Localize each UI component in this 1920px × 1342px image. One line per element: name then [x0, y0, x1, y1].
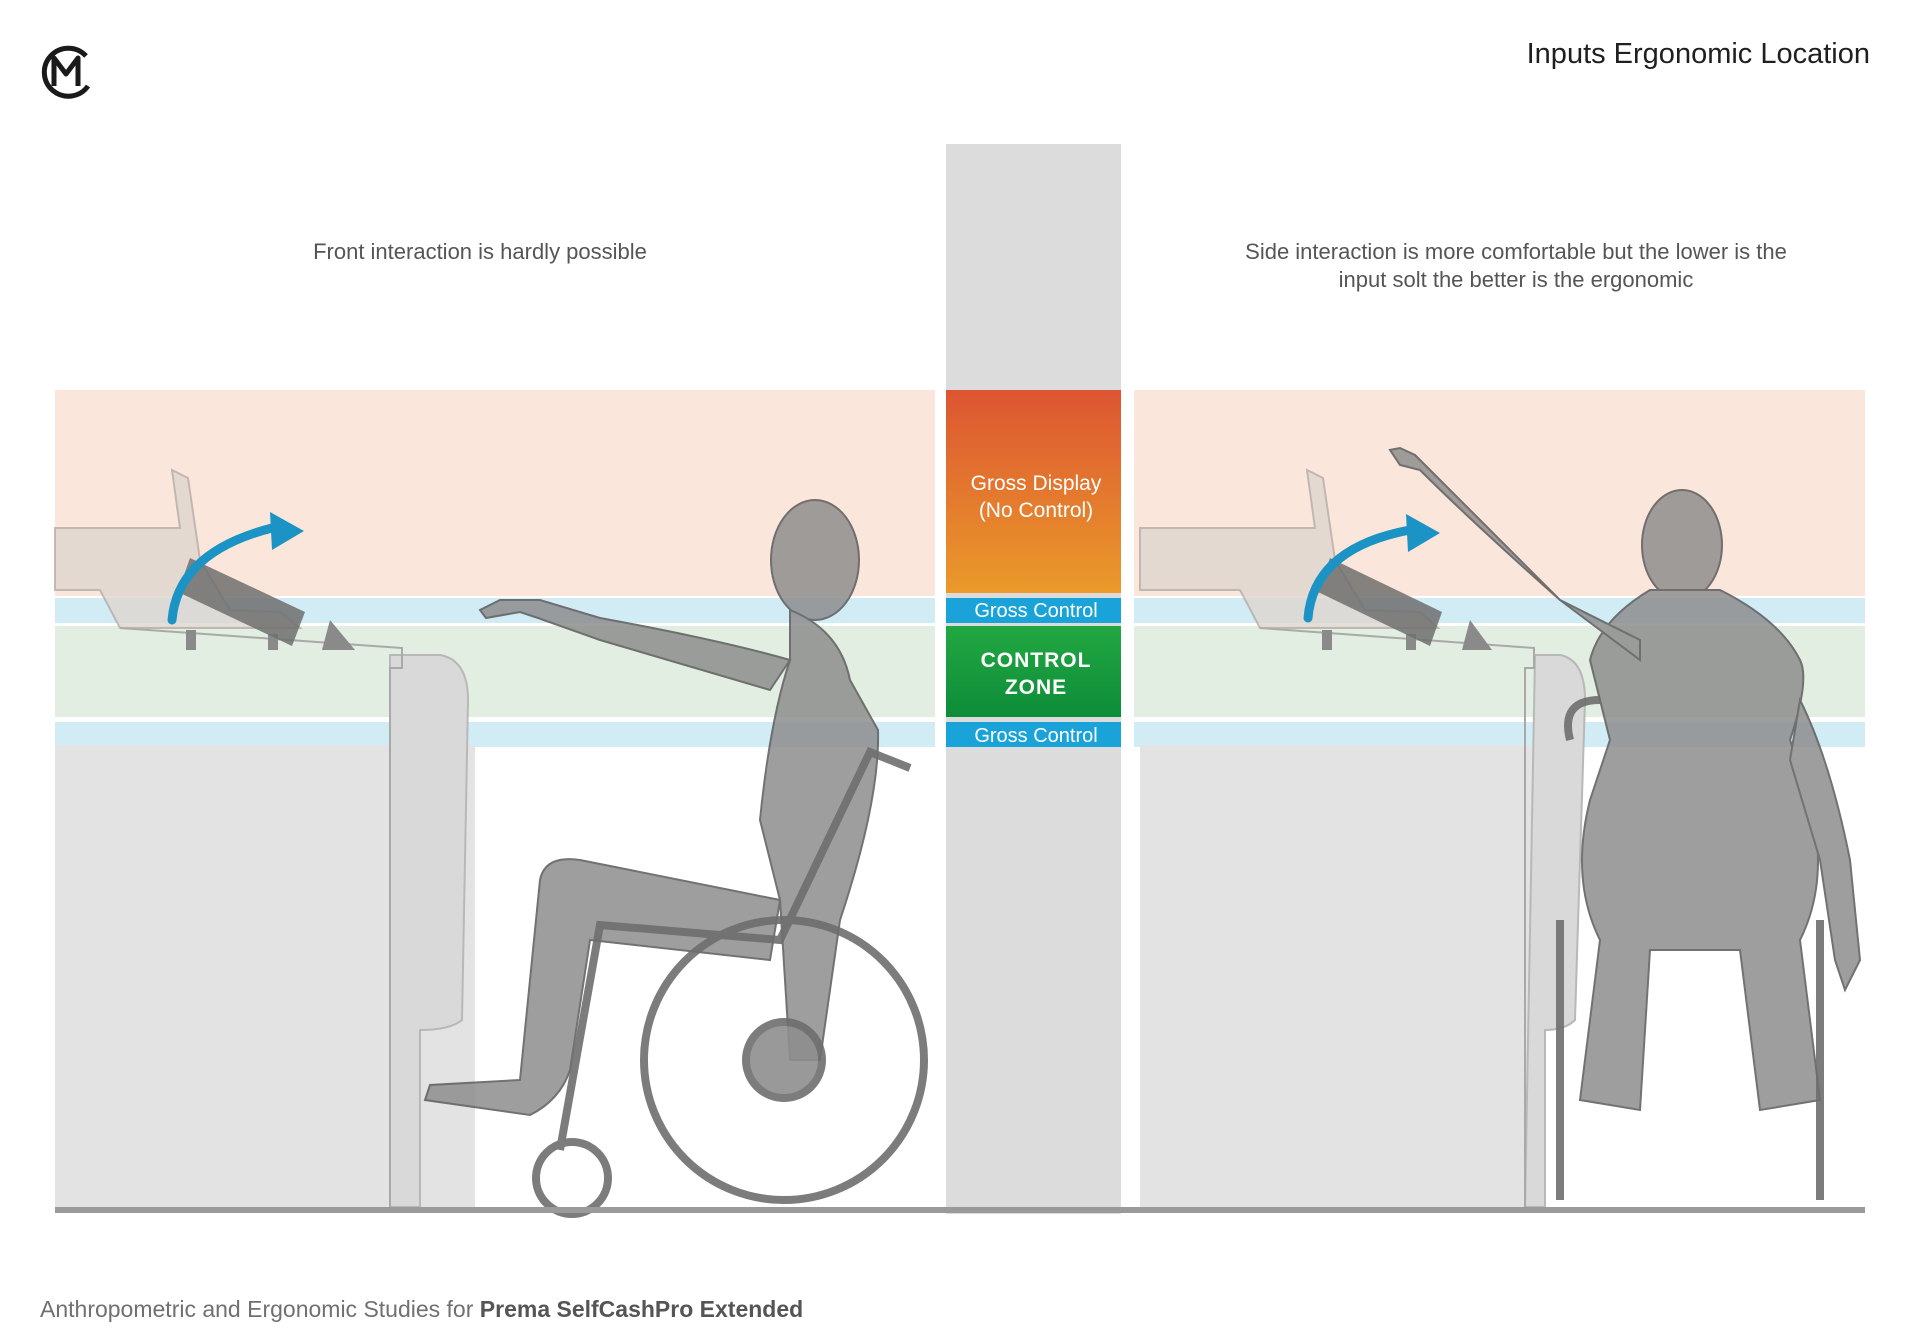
gross-control-upper-label: Gross Control [974, 600, 1098, 622]
right-kiosk [1139, 468, 1587, 1208]
right-panel-caption: Side interaction is more comfortable but… [1245, 239, 1787, 292]
left-wheelchair [532, 746, 928, 1218]
right-wheelchair-user-figure [1388, 446, 1862, 1112]
right-rotation-arrow-icon [1303, 514, 1440, 623]
zone-gross-display [946, 390, 1121, 593]
right-wheelchair [1556, 696, 1824, 1200]
footer-credit: Anthropometric and Ergonomic Studies for… [40, 1296, 803, 1323]
left-kiosk [54, 468, 475, 1208]
footer-product: Prema SelfCashPro Extended [479, 1296, 804, 1322]
left-wheelchair-user-figure [423, 499, 880, 1117]
zone-gross-control-lower [946, 722, 1121, 747]
gross-display-label: Gross Display (No Control) [970, 472, 1102, 522]
ground-line [55, 1207, 1865, 1213]
zone-control [946, 626, 1121, 717]
control-zone-label: CONTROL ZONE [980, 649, 1092, 699]
page-title: Inputs Ergonomic Location [1526, 38, 1870, 70]
left-panel-caption: Front interaction is hardly possible [313, 239, 647, 264]
zone-gross-control-upper [946, 598, 1121, 623]
footer-prefix: Anthropometric and Ergonomic Studies for [40, 1296, 480, 1322]
gross-control-lower-label: Gross Control [974, 725, 1098, 747]
cm-circle-logo-icon [41, 45, 91, 99]
left-rotation-arrow-icon [167, 512, 304, 625]
